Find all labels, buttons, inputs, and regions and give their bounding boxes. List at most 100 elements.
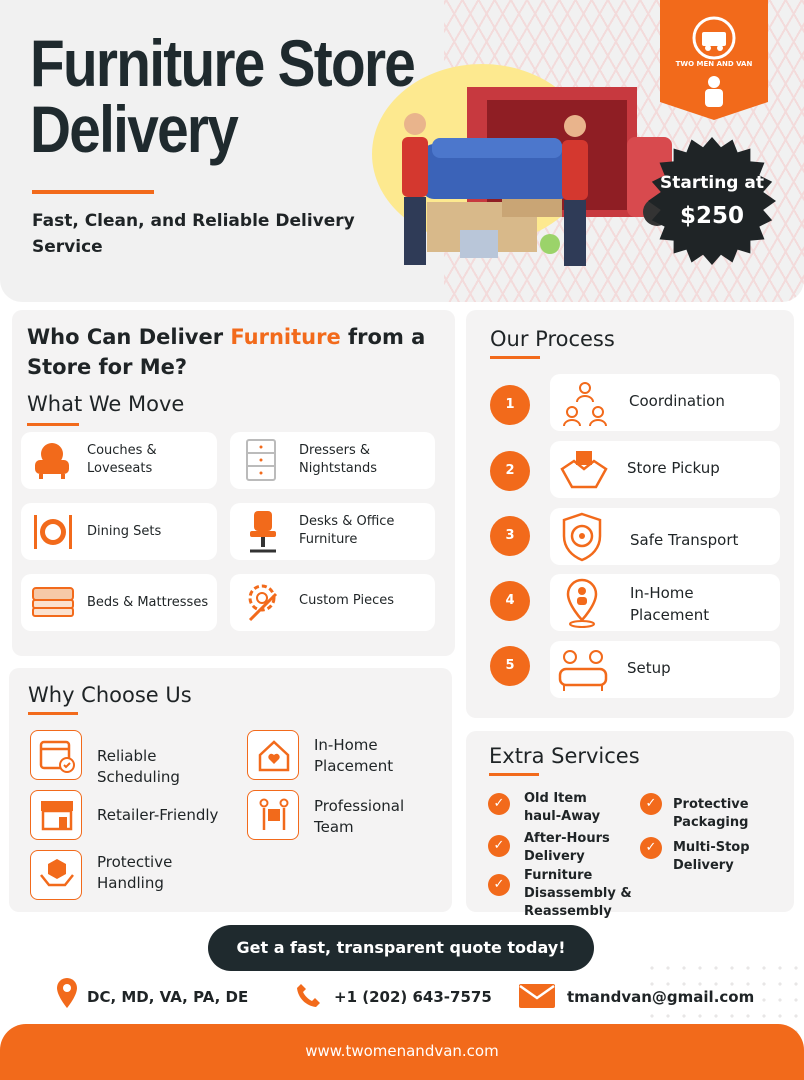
check-icon: ✓ bbox=[640, 793, 662, 815]
extra-heading: Extra Services bbox=[489, 744, 640, 768]
extra-item: Protective Packaging bbox=[673, 797, 749, 830]
house-heart-icon bbox=[258, 740, 290, 772]
service-area: DC, MD, VA, PA, DE bbox=[87, 988, 249, 1006]
move-item-label: Dressers & Nightstands bbox=[299, 443, 378, 476]
who-heading-highlight: Furniture bbox=[230, 325, 341, 349]
why-icon-box bbox=[247, 730, 299, 780]
why-item-label: Retailer-Friendly bbox=[97, 806, 219, 824]
step-number-2: 2 bbox=[490, 451, 530, 491]
couch-icon bbox=[35, 443, 69, 479]
calendar-check-icon bbox=[39, 740, 75, 773]
move-item-label: Custom Pieces bbox=[299, 593, 395, 608]
why-item-label: In-Home Placement bbox=[314, 736, 394, 775]
process-step-5: Setup bbox=[550, 641, 780, 698]
process-panel: Our Process 1 Coordination 2 Store Picku… bbox=[466, 310, 794, 718]
team-icon bbox=[563, 382, 607, 427]
what-we-move-underline bbox=[27, 423, 79, 426]
location-pin-icon bbox=[57, 978, 77, 1008]
process-underline bbox=[490, 356, 540, 359]
steering-wheel-icon bbox=[562, 512, 602, 562]
extra-item: After-Hours Delivery bbox=[524, 831, 610, 864]
why-underline bbox=[28, 712, 78, 715]
process-heading: Our Process bbox=[490, 327, 615, 351]
process-step-2: Store Pickup bbox=[550, 441, 780, 498]
title-line-1: Furniture Store bbox=[30, 26, 416, 100]
move-item-desks: Desks & Office Furniture bbox=[230, 503, 435, 560]
check-icon: ✓ bbox=[488, 874, 510, 896]
brand-logo: TWO MEN AND VAN bbox=[660, 0, 768, 120]
extra-underline bbox=[489, 773, 539, 776]
who-heading: Who Can Deliver Furniture from a Store f… bbox=[27, 322, 437, 382]
step-number-4: 4 bbox=[490, 581, 530, 621]
mover-left-legs-shape bbox=[404, 197, 426, 265]
why-icon-box bbox=[30, 790, 82, 840]
footer-bar: www.twomenandvan.com bbox=[0, 1024, 804, 1080]
page-title: Furniture Store Delivery bbox=[30, 30, 443, 162]
dresser-icon bbox=[246, 439, 276, 481]
office-chair-icon bbox=[250, 511, 276, 553]
movers-icon bbox=[259, 798, 289, 830]
step-label: Store Pickup bbox=[627, 459, 720, 477]
handshake-icon bbox=[560, 451, 608, 489]
email-address[interactable]: tmandvan@gmail.com bbox=[567, 988, 755, 1006]
why-item-label: Reliable Scheduling bbox=[97, 747, 180, 786]
badge-price: $250 bbox=[679, 203, 744, 229]
location-person-icon bbox=[566, 578, 598, 628]
email-icon bbox=[519, 984, 555, 1008]
who-heading-post: from a Store for Me? bbox=[27, 325, 426, 379]
step-label: In-Home Placement bbox=[630, 584, 710, 624]
title-line-2: Delivery bbox=[30, 92, 239, 166]
phone-number[interactable]: +1 (202) 643-7575 bbox=[334, 988, 492, 1006]
move-item-couches: Couches & Loveseats bbox=[21, 432, 217, 489]
check-icon: ✓ bbox=[640, 837, 662, 859]
sofa-back-shape bbox=[432, 138, 562, 158]
step-number-3: 3 bbox=[490, 516, 530, 556]
move-item-dressers: Dressers & Nightstands bbox=[230, 432, 435, 489]
subtitle: Fast, Clean, and Reliable Delivery Servi… bbox=[32, 211, 355, 257]
process-step-1: Coordination bbox=[550, 374, 780, 431]
what-we-move-heading: What We Move bbox=[27, 392, 185, 416]
quote-cta-button[interactable]: Get a fast, transparent quote today! bbox=[208, 925, 594, 971]
why-choose-panel: Why Choose Us Reliable Scheduling In-Hom… bbox=[9, 668, 452, 912]
mattress-icon bbox=[32, 587, 74, 617]
why-item-label: Professional Team bbox=[314, 797, 405, 836]
process-step-4: In-Home Placement bbox=[550, 574, 780, 631]
hero-banner: Furniture Store Delivery Fast, Clean, an… bbox=[0, 0, 804, 302]
storefront-icon bbox=[41, 801, 73, 831]
extra-item: Old Item haul-Away bbox=[524, 791, 601, 824]
move-item-label: Couches & Loveseats bbox=[87, 443, 157, 476]
move-item-beds: Beds & Mattresses bbox=[21, 574, 217, 631]
why-heading: Why Choose Us bbox=[28, 683, 192, 707]
who-heading-pre: Who Can Deliver bbox=[27, 325, 231, 349]
extra-item: Furniture Disassembly & Reassembly bbox=[524, 868, 632, 919]
process-step-3: Safe Transport bbox=[550, 508, 780, 565]
website-link[interactable]: www.twomenandvan.com bbox=[305, 1042, 499, 1060]
why-item-label: Protective Handling bbox=[97, 853, 173, 892]
extra-services-panel: Extra Services ✓ Old Item haul-Away ✓ Pr… bbox=[466, 731, 794, 919]
step-number-5: 5 bbox=[490, 646, 530, 686]
move-item-label: Desks & Office Furniture bbox=[299, 514, 395, 547]
logo-person-icon bbox=[705, 76, 723, 107]
hands-box-icon bbox=[40, 859, 74, 887]
mover-left-shape bbox=[402, 137, 428, 197]
badge-label: Starting at bbox=[660, 173, 764, 193]
mover-left-head-shape bbox=[404, 113, 426, 135]
custom-gear-icon bbox=[248, 584, 278, 622]
check-icon: ✓ bbox=[488, 835, 510, 857]
dining-icon bbox=[34, 515, 72, 549]
move-item-dining: Dining Sets bbox=[21, 503, 217, 560]
move-item-label: Dining Sets bbox=[87, 524, 162, 539]
step-label: Safe Transport bbox=[630, 531, 739, 549]
title-underline bbox=[32, 190, 154, 194]
why-icon-box bbox=[247, 790, 299, 840]
step-number-1: 1 bbox=[490, 385, 530, 425]
step-label: Coordination bbox=[629, 392, 725, 410]
plant-pot-shape bbox=[540, 234, 560, 254]
sofa-people-icon bbox=[558, 650, 608, 691]
mover-right-shape bbox=[562, 140, 588, 200]
what-we-move-panel: Who Can Deliver Furniture from a Store f… bbox=[12, 310, 455, 656]
extra-item: Multi-Stop Delivery bbox=[673, 840, 750, 873]
why-icon-box bbox=[30, 730, 82, 780]
step-label: Setup bbox=[627, 659, 671, 677]
why-icon-box bbox=[30, 850, 82, 900]
